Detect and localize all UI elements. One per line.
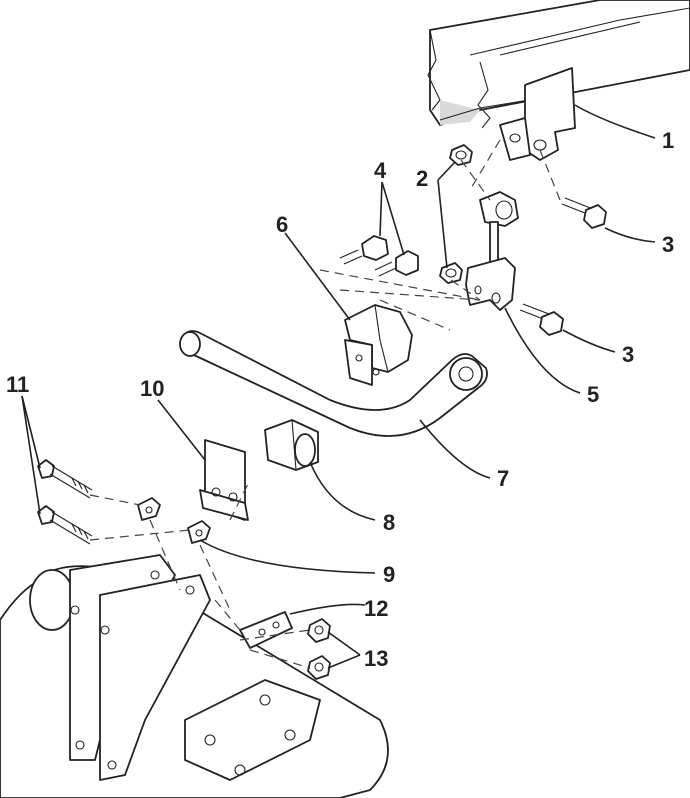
stabilizer-bar-7 xyxy=(179,330,488,437)
callout-3-upper: 3 xyxy=(662,232,674,257)
bracket-12 xyxy=(239,611,293,649)
callout-4: 4 xyxy=(374,158,387,183)
callout-12: 12 xyxy=(364,596,388,621)
leader-lines xyxy=(21,104,656,669)
nut-2-upper xyxy=(449,144,473,166)
assembly-guide-lines xyxy=(89,139,561,669)
nuts-9 xyxy=(137,497,211,544)
bracket-10 xyxy=(199,439,249,521)
callout-7: 7 xyxy=(497,466,509,491)
callout-8: 8 xyxy=(383,510,395,535)
callout-6: 6 xyxy=(276,212,288,237)
bolts-4 xyxy=(339,235,419,277)
bolt-3-lower xyxy=(519,303,564,336)
clamp-6 xyxy=(344,304,413,386)
callout-labels: 1 2 3 3 4 5 6 7 8 9 10 11 12 13 xyxy=(6,128,674,671)
bolts-11 xyxy=(37,459,93,545)
callout-11: 11 xyxy=(6,372,29,397)
nuts-13 xyxy=(307,618,331,680)
bolt-3-upper xyxy=(561,197,607,229)
callout-5: 5 xyxy=(587,382,599,407)
bushing-8 xyxy=(264,419,319,471)
axle-assembly xyxy=(0,554,389,798)
callout-1: 1 xyxy=(662,128,674,153)
callout-2: 2 xyxy=(416,166,428,191)
nut-2-lower xyxy=(439,262,463,284)
bracket-1 xyxy=(499,67,576,161)
frame-rail xyxy=(427,0,690,129)
callout-9: 9 xyxy=(383,562,395,587)
callout-10: 10 xyxy=(140,376,164,401)
callout-13: 13 xyxy=(364,646,388,671)
stabilizer-link-5 xyxy=(465,191,519,311)
callout-3-lower: 3 xyxy=(622,342,634,367)
